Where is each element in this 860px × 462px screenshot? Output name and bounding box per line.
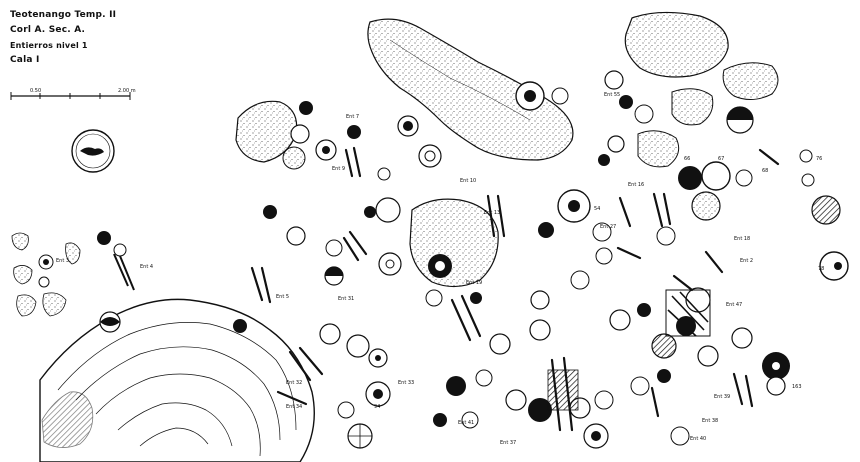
title-line-site: Teotenango Temp. II — [10, 10, 117, 20]
label-n68: 68 — [762, 168, 768, 174]
left-cluster — [11, 231, 135, 333]
title-line-burials: Entierros nivel 1 — [10, 41, 88, 50]
rock-top-center — [367, 18, 574, 161]
vessel-scatter — [233, 70, 849, 449]
skeleton-cluster-right — [547, 289, 711, 411]
label-ent19: Ent 19 — [466, 280, 482, 286]
label-ent3: Ent 3 — [56, 258, 69, 264]
label-ent4: Ent 4 — [140, 264, 153, 270]
label-n67: 67 — [718, 156, 724, 162]
label-ent31: Ent 31 — [338, 296, 354, 302]
label-ent10: Ent 10 — [460, 178, 476, 184]
label-ent33: Ent 33 — [398, 380, 414, 386]
label-n63: 163 — [792, 384, 802, 390]
rock-right-mid — [671, 88, 714, 126]
label-ent40: Ent 40 — [690, 436, 706, 442]
rock-top-right — [624, 11, 729, 78]
label-ent32: Ent 32 — [286, 380, 302, 386]
bone-fragments — [250, 146, 780, 432]
title-line-cala: Cala I — [10, 55, 40, 65]
label-ent5: Ent 5 — [276, 294, 289, 300]
boulder-bottom-left — [39, 298, 315, 462]
label-ent41: Ent 41 — [458, 420, 474, 426]
label-ent38: Ent 38 — [702, 418, 718, 424]
rock-top-crack — [389, 39, 531, 121]
rock-right-small — [722, 62, 779, 100]
label-ent7: Ent 7 — [346, 114, 359, 120]
label-n54: 54 — [594, 206, 600, 212]
label-ent16: Ent 16 — [628, 182, 644, 188]
label-ent55: Ent 55 — [604, 92, 620, 98]
label-ent2: Ent 2 — [740, 258, 753, 264]
scale-bar — [10, 92, 131, 100]
label-n66: 66 — [684, 156, 690, 162]
label-ent27: Ent 27 — [600, 224, 616, 230]
label-n94: 94 — [374, 404, 380, 410]
title-line-section: Corl A. Sec. A. — [10, 25, 86, 35]
label-ent13: Ent 13 — [484, 210, 500, 216]
label-ent47: Ent 47 — [726, 302, 742, 308]
label-n78: 78 — [818, 266, 824, 272]
north-circle — [71, 129, 115, 173]
scale-right-label: 2.00 m — [118, 88, 136, 94]
label-ent39: Ent 39 — [714, 394, 730, 400]
rock-center-right — [637, 130, 680, 168]
label-ent18: Ent 18 — [734, 236, 750, 242]
label-ent34: Ent 34 — [286, 404, 302, 410]
label-n76: 76 — [816, 156, 822, 162]
scale-left-label: 0.50 — [30, 88, 41, 94]
plan-title-block: Teotenango Temp. II Corl A. Sec. A. Enti… — [10, 8, 116, 68]
label-ent37: Ent 37 — [500, 440, 516, 446]
label-ent9: Ent 9 — [332, 166, 345, 172]
